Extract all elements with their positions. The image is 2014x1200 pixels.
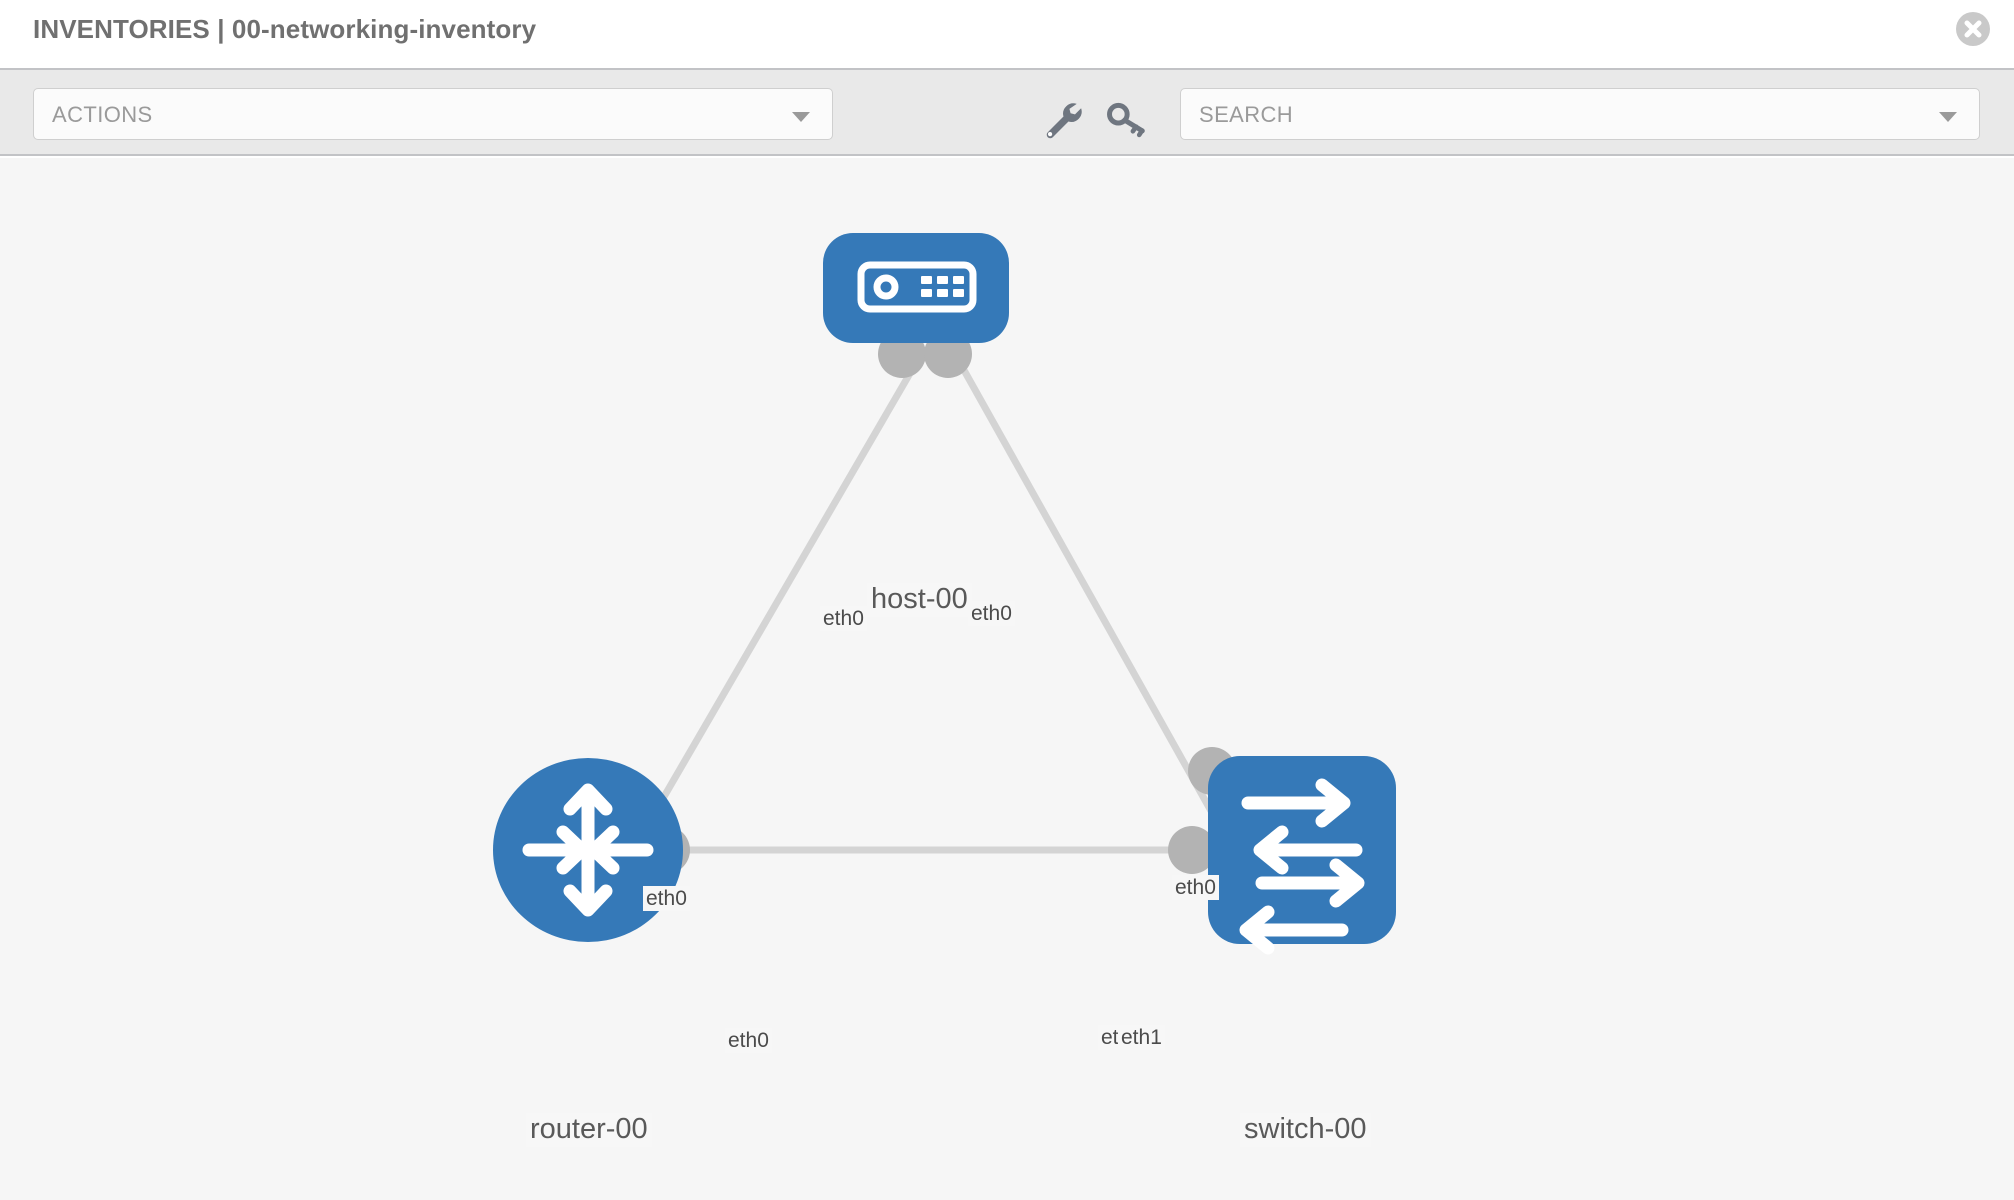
- toolbar: ACTIONS SEARCH: [0, 68, 2014, 156]
- chevron-down-icon: [792, 112, 810, 122]
- key-icon[interactable]: [1103, 96, 1149, 142]
- chevron-down-icon[interactable]: [1939, 112, 1957, 122]
- switch-arrows-icon: [1239, 778, 1365, 955]
- search-placeholder: SEARCH: [1199, 102, 1294, 127]
- actions-dropdown-label: ACTIONS: [52, 102, 153, 127]
- topology-graph: [493, 233, 1396, 955]
- topology-canvas[interactable]: eth0 eth0 eth0 eth0 eth0 eth1 eth0 host-…: [0, 158, 2014, 1200]
- actions-dropdown[interactable]: ACTIONS: [33, 88, 833, 140]
- node-switch-00: [1208, 756, 1396, 955]
- edge-label-host00-router00-source: eth0: [820, 606, 867, 632]
- node-router-00: [493, 758, 683, 942]
- node-label-host-00: host-00: [867, 583, 972, 617]
- edge-label-host00-switch00-source: eth0: [968, 601, 1015, 627]
- node-host-00: [823, 233, 1009, 343]
- edge-label-router00-switch00-source: eth0: [725, 1028, 772, 1054]
- wrench-icon[interactable]: [1038, 96, 1084, 142]
- search-input[interactable]: SEARCH: [1180, 88, 1980, 140]
- page-header: INVENTORIES | 00-networking-inventory: [0, 0, 2014, 68]
- close-icon[interactable]: [1956, 12, 1990, 46]
- server-icon: [857, 261, 977, 313]
- link-host00-switch00: [956, 361, 1219, 820]
- topology-links: [636, 361, 1219, 854]
- edge-label-host00-switch00-target: eth0: [1172, 875, 1219, 901]
- router-arrows-icon: [522, 783, 654, 917]
- node-label-switch-00: switch-00: [1240, 1113, 1371, 1147]
- node-label-router-00: router-00: [526, 1113, 652, 1147]
- page-title: INVENTORIES | 00-networking-inventory: [33, 14, 537, 44]
- link-host00-router00: [636, 361, 920, 840]
- connector-switch00-left: [1168, 826, 1216, 874]
- edge-label-router00-switch00-target: eth1: [1118, 1025, 1165, 1051]
- edge-label-host00-router00-target: eth0: [643, 886, 690, 912]
